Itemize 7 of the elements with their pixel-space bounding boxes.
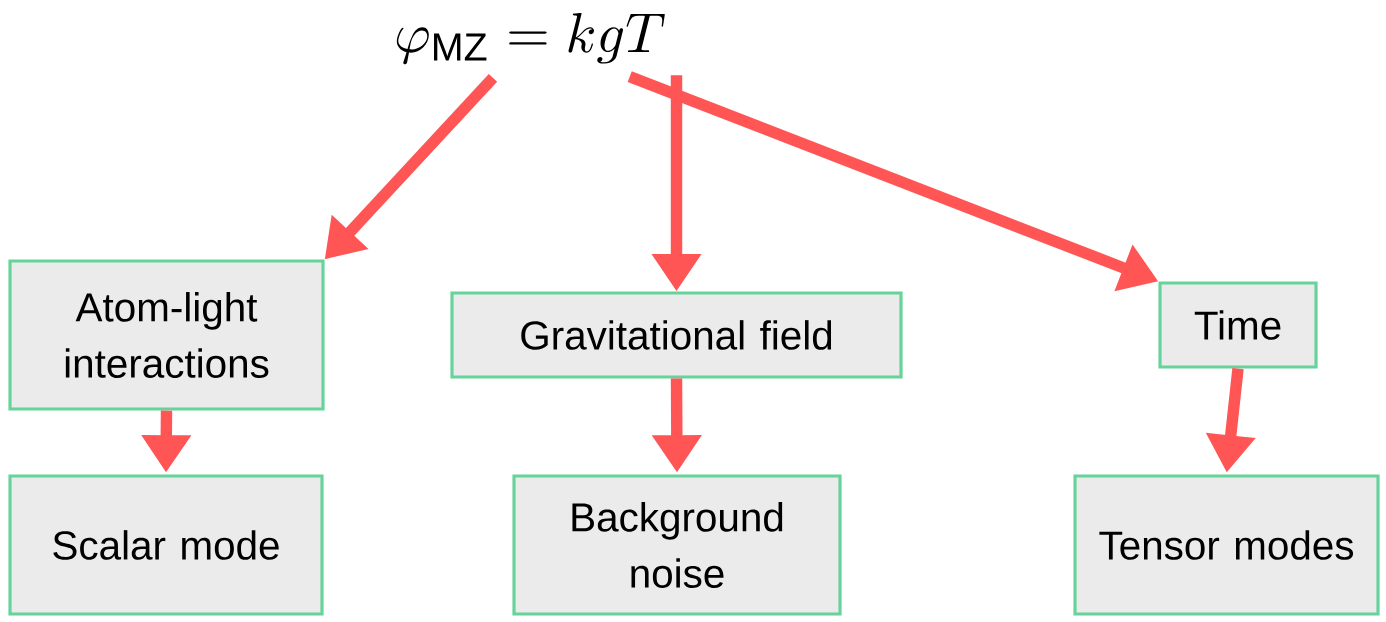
formula: $\varphi_{\mathrm{MZ}} = kgT$ [396,13,665,65]
text-box: Atom-light interactions [8,259,325,411]
text-box: Scalar mode [8,474,324,616]
text-box: Tensor modes [1073,474,1380,616]
text-box: Gravitational field [450,291,903,379]
text-box: Background noise [512,474,842,616]
text-box: Time [1158,281,1318,369]
